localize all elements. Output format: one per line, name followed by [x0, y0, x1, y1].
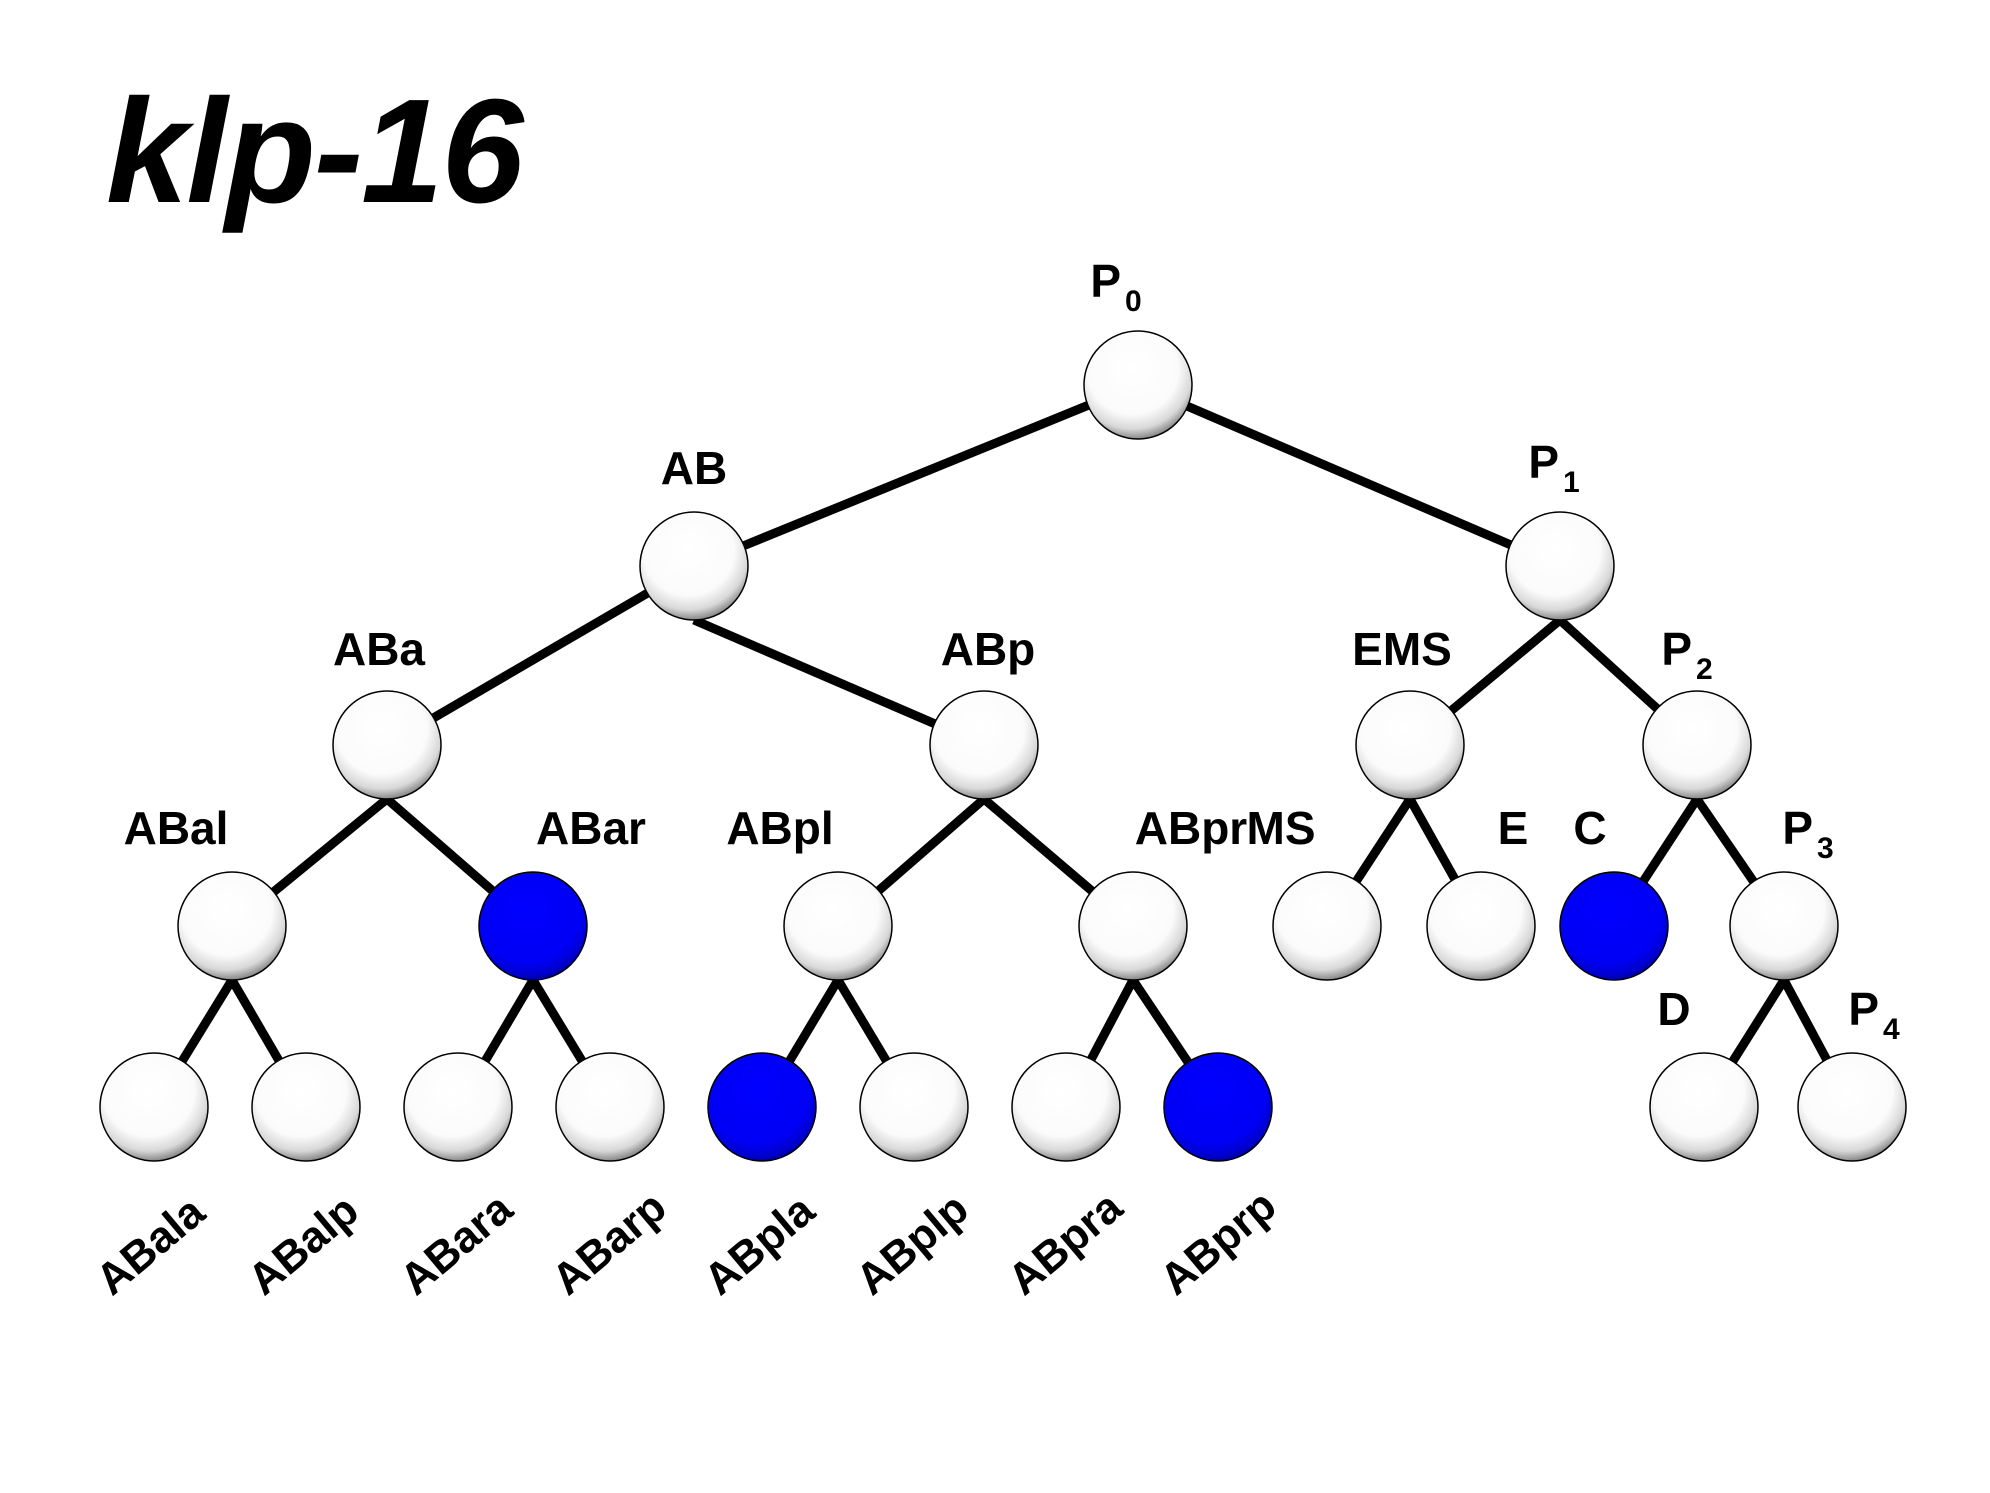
cell-label-ABara: ABara	[391, 1183, 522, 1304]
cell-label-EMS: EMS	[1352, 623, 1452, 675]
cell-label-subscript: 3	[1817, 832, 1834, 865]
cell-label-E: E	[1498, 802, 1529, 854]
cell-node-ABala	[99, 1052, 209, 1162]
cell-node-P0	[1083, 330, 1193, 440]
edge-ABp-ABpl	[875, 795, 987, 894]
cell-label-text: P	[1661, 623, 1692, 675]
cell-label-ABpl: ABpl	[726, 802, 833, 854]
cell-node-ABpla-marked	[707, 1052, 817, 1162]
cell-label-ABplp: ABplp	[847, 1184, 978, 1305]
edge-EMS-MS	[1352, 796, 1414, 884]
cell-node-P4	[1797, 1052, 1907, 1162]
cell-label-text: EMS	[1352, 623, 1452, 675]
cell-label-text: ABa	[333, 623, 425, 675]
edge-ABar-ABarp	[529, 977, 586, 1064]
edge-P2-C	[1639, 796, 1701, 884]
cell-label-ABpla: ABpla	[695, 1185, 824, 1305]
edges-layer	[178, 400, 1831, 1065]
cell-label-D: D	[1657, 983, 1690, 1035]
cell-label-ABpr: ABpr	[1135, 802, 1248, 854]
cell-node-P1	[1505, 511, 1615, 621]
cell-node-D	[1649, 1052, 1759, 1162]
cell-label-MS: MS	[1247, 802, 1316, 854]
cell-node-ABplp	[859, 1052, 969, 1162]
edge-P0-AB	[742, 400, 1091, 550]
cell-node-P3	[1729, 871, 1839, 981]
cell-label-text: ABpl	[726, 802, 833, 854]
edge-AB-ABa	[431, 588, 651, 722]
cell-label-ABa: ABa	[333, 623, 425, 675]
edge-P1-P2	[1556, 616, 1661, 712]
edge-ABar-ABara	[481, 977, 537, 1063]
cell-node-ABpl	[783, 871, 893, 981]
cell-node-ABara	[403, 1052, 513, 1162]
edge-ABp-ABpr	[981, 795, 1095, 895]
cell-label-text: ABal	[124, 802, 229, 854]
cell-label-text: D	[1657, 983, 1690, 1035]
cell-node-ABa	[332, 690, 442, 800]
edge-ABal-ABalp	[228, 977, 283, 1063]
edge-P1-EMS	[1448, 616, 1563, 714]
cell-node-E	[1426, 871, 1536, 981]
cell-node-MS	[1272, 871, 1382, 981]
cell-node-C-marked	[1559, 871, 1669, 981]
edge-AB-ABp	[692, 615, 937, 728]
nodes-layer	[99, 330, 1907, 1162]
cell-node-ABal	[177, 871, 287, 981]
cell-label-text: P	[1090, 255, 1121, 307]
cell-label-ABp: ABp	[941, 623, 1036, 675]
edge-P3-P4	[1780, 977, 1831, 1062]
cell-label-ABpra: ABpra	[999, 1182, 1132, 1305]
cell-node-ABar-marked	[478, 871, 588, 981]
edge-ABa-ABal	[270, 795, 390, 896]
edge-P0-P1	[1184, 401, 1513, 549]
edge-ABa-ABar	[384, 795, 496, 894]
edge-P3-D	[1728, 977, 1788, 1064]
cell-label-subscript: 4	[1883, 1013, 1900, 1046]
cell-node-ABpra	[1011, 1052, 1121, 1162]
cell-node-ABprp-marked	[1163, 1052, 1273, 1162]
cell-label-ABal: ABal	[124, 802, 229, 854]
cell-label-ABala: ABala	[87, 1187, 214, 1305]
edge-ABpl-ABplp	[834, 977, 891, 1063]
cell-label-subscript: 2	[1696, 653, 1713, 686]
cell-label-subscript: 0	[1125, 285, 1142, 318]
cell-label-ABar: ABar	[536, 802, 646, 854]
cell-node-ABarp	[555, 1052, 665, 1162]
cell-node-AB	[639, 511, 749, 621]
cell-label-text: E	[1498, 802, 1529, 854]
cell-label-C: C	[1573, 802, 1606, 854]
diagram-title: klp-16	[106, 69, 524, 234]
edge-P2-P3	[1693, 796, 1758, 884]
cell-label-text: P	[1782, 802, 1813, 854]
cell-node-EMS	[1355, 690, 1465, 800]
cell-label-text: P	[1528, 436, 1559, 488]
cell-label-ABalp: ABalp	[239, 1185, 368, 1304]
edge-ABpr-ABpra	[1087, 977, 1137, 1062]
cell-label-subscript: 1	[1563, 466, 1580, 499]
edge-EMS-E	[1406, 796, 1459, 882]
cell-label-text: ABpr	[1135, 802, 1248, 854]
cell-node-ABalp	[251, 1052, 361, 1162]
cell-node-ABpr	[1078, 871, 1188, 981]
cell-label-text: P	[1848, 983, 1879, 1035]
cell-label-AB: AB	[661, 442, 727, 494]
cell-label-text: C	[1573, 802, 1606, 854]
cell-label-text: MS	[1247, 802, 1316, 854]
cell-label-text: AB	[661, 442, 727, 494]
cell-label-ABarp: ABarp	[543, 1182, 676, 1304]
cell-label-ABprp: ABprp	[1151, 1181, 1285, 1305]
cell-node-ABp	[929, 690, 1039, 800]
cell-node-P2	[1642, 690, 1752, 800]
edge-ABal-ABala	[178, 977, 236, 1064]
cell-label-text: ABar	[536, 802, 646, 854]
edge-ABpr-ABprp	[1129, 977, 1192, 1065]
cell-label-text: ABp	[941, 623, 1036, 675]
edge-ABpl-ABpla	[785, 977, 842, 1063]
